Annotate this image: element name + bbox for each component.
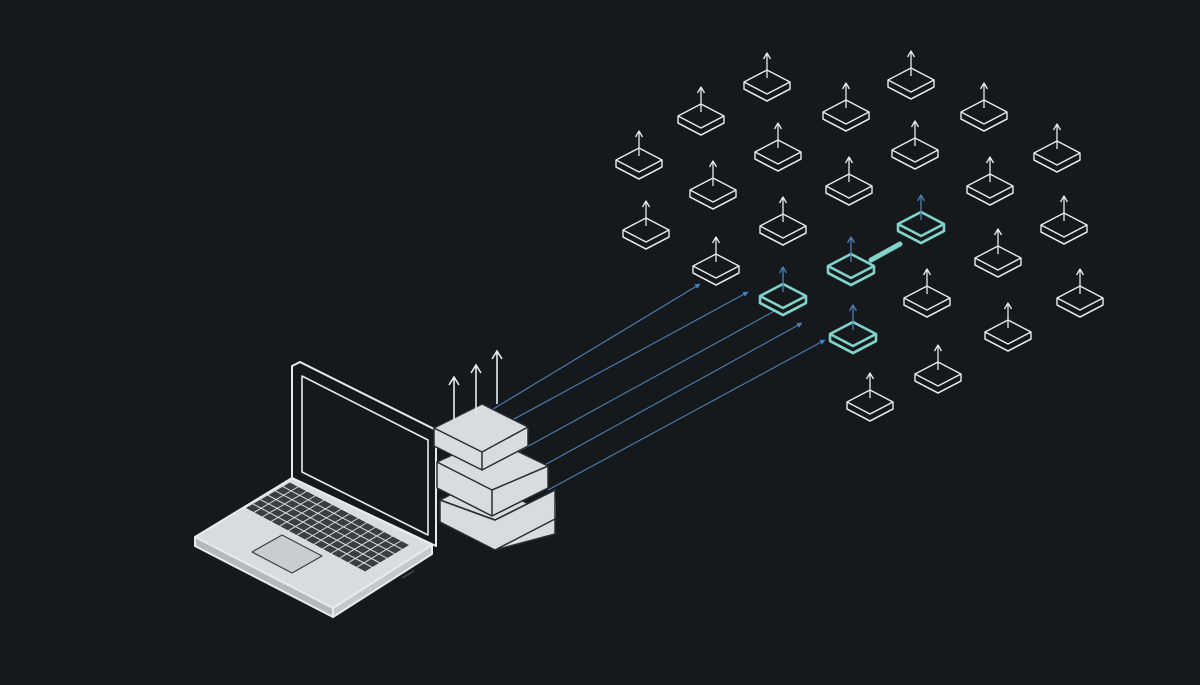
highlighted-node-icon	[828, 304, 878, 355]
hexagon-node-icon	[615, 130, 663, 180]
laptop-icon	[194, 361, 437, 618]
hexagon-node-icon	[759, 196, 807, 246]
hexagon-node-icon	[984, 302, 1032, 352]
hexagon-node-icon	[887, 50, 935, 100]
highlighted-node-icon	[896, 194, 946, 245]
node-cloud	[615, 50, 1104, 422]
hexagon-node-icon	[677, 86, 725, 136]
hexagon-node-icon	[914, 344, 962, 394]
highlighted-link	[868, 241, 903, 263]
hexagon-node-icon	[754, 122, 802, 172]
connector-lines	[479, 283, 826, 491]
keyboard	[244, 481, 411, 573]
hexagon-node-icon	[846, 372, 894, 422]
connector-line	[513, 307, 781, 455]
hexagon-node-icon	[1033, 123, 1081, 173]
hexagon-node-icon	[622, 200, 670, 250]
highlighted-node-icon	[826, 236, 876, 287]
hexagon-node-icon	[1040, 195, 1088, 245]
hexagon-node-icon	[960, 82, 1008, 132]
hexagon-node-icon	[822, 82, 870, 132]
connector-line	[491, 291, 749, 432]
connector-line	[479, 283, 701, 418]
connector-line	[531, 322, 803, 473]
connector-line	[547, 339, 826, 491]
hexagon-node-icon	[966, 156, 1014, 206]
upload-arrows	[448, 349, 503, 420]
hexagon-node-icon	[825, 156, 873, 206]
hexagon-node-icon	[974, 228, 1022, 278]
stacked-blocks-icon	[433, 403, 556, 551]
hexagon-node-icon	[891, 120, 939, 170]
hexagon-node-icon	[692, 236, 740, 286]
hexagon-node-icon	[743, 52, 791, 102]
highlighted-node-icon	[758, 266, 808, 317]
hexagon-node-icon	[903, 268, 951, 318]
hexagon-node-icon	[1056, 268, 1104, 318]
hexagon-node-icon	[689, 160, 737, 210]
